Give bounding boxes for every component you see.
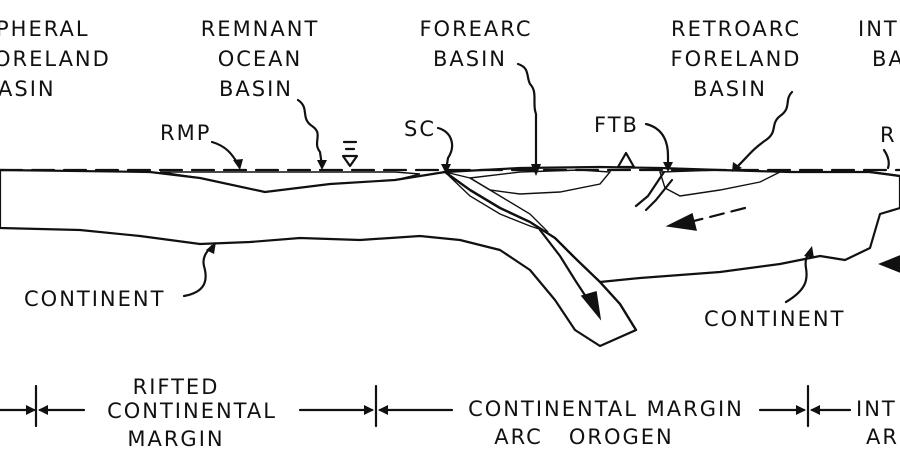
sea-level-line: [0, 140, 900, 172]
leader-lines: [182, 62, 890, 304]
peripheral-label-line3: ASIN: [0, 77, 56, 101]
forearc-label-line2: BASIN: [433, 47, 507, 71]
abbreviation-labels: RMP SC FTB R: [160, 113, 897, 147]
left-continent-plate: [0, 168, 638, 348]
peripheral-label-line1: PHERAL: [0, 17, 90, 41]
top-labels: PHERAL ORELAND ASIN REMNANT OCEAN BASIN …: [0, 17, 900, 101]
forearc-basin-fill: [467, 169, 612, 195]
thrust-arrow-icon: [665, 212, 697, 231]
sc-label: SC: [404, 117, 436, 141]
right-continent-label: CONTINENT: [704, 307, 845, 331]
retroarc-label-line3: BASIN: [693, 77, 767, 101]
remnant-label-line1: REMNANT: [201, 17, 320, 41]
continent-labels: CONTINENT CONTINENT: [24, 287, 845, 331]
setting-brackets: [0, 384, 852, 428]
intra-bottom-label-line2: AR: [866, 425, 899, 449]
ftb-label: FTB: [594, 113, 639, 137]
arc-volcano-icon: [616, 151, 636, 169]
arc-label-line1: CONTINENTAL MARGIN: [468, 397, 744, 421]
retroarc-basin-fill: [659, 169, 781, 197]
rifted-label-line3: MARGIN: [127, 427, 224, 451]
intra-label-line1: INT: [858, 17, 899, 41]
remnant-basin-fill: [159, 171, 421, 193]
intra-bottom-label-line1: INT: [856, 397, 897, 421]
arc-label-line2: ARC OROGEN: [494, 425, 674, 449]
retroarc-label-line1: RETROARC: [671, 17, 801, 41]
retroarc-label-line2: FORELAND: [671, 47, 802, 71]
left-continent-label: CONTINENT: [24, 287, 165, 311]
peripheral-label-line2: ORELAND: [0, 47, 111, 71]
remnant-label-line2: OCEAN: [218, 47, 303, 71]
remnant-label-line3: BASIN: [219, 77, 293, 101]
right-edge-arrow-icon: [877, 255, 900, 273]
motion-arrows: [538, 206, 900, 321]
rifted-label-line2: CONTINENTAL: [107, 399, 277, 423]
subduction-arrow-icon: [580, 291, 602, 321]
sea-level-icon: [341, 140, 359, 168]
r-label: R: [880, 123, 897, 147]
cross-section: [0, 151, 900, 348]
forearc-label-line1: FOREARC: [419, 17, 532, 41]
intra-label-line2: BA: [872, 47, 900, 71]
rmp-label: RMP: [160, 121, 211, 145]
rifted-label-line1: RIFTED: [133, 375, 220, 399]
subduction-complex: [442, 170, 549, 233]
bottom-labels: RIFTED CONTINENTAL MARGIN CONTINENTAL MA…: [107, 375, 899, 451]
